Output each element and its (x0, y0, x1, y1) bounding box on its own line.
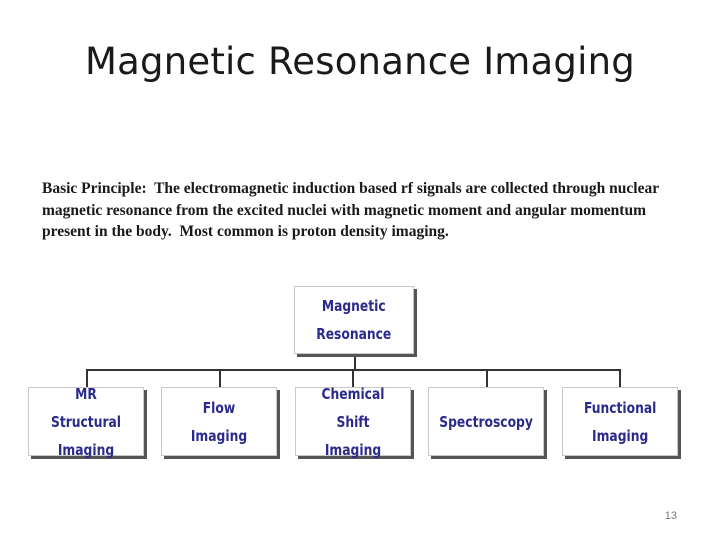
child-connector-3 (352, 369, 354, 387)
child-connector-1 (86, 369, 88, 387)
child-node-label: MR Structural Imaging (50, 384, 122, 459)
child-node-label: Chemical Shift Imaging (321, 384, 385, 459)
basic-principle-text: Basic Principle: The electromagnetic ind… (42, 180, 663, 241)
root-connector (354, 354, 356, 370)
root-node-label: Magnetic Resonance (316, 297, 392, 343)
child-connector-4 (486, 369, 488, 387)
diagram-child-node: MR Structural Imaging (28, 385, 144, 459)
diagram-child-node: Chemical Shift Imaging (295, 385, 411, 459)
child-node-label: Spectroscopy (439, 412, 533, 431)
diagram-root-node: Magnetic Resonance (294, 286, 414, 354)
diagram-child-node: Spectroscopy (428, 387, 544, 456)
diagram-child-node: Flow Imaging (161, 387, 277, 456)
child-connector-5 (619, 369, 621, 387)
child-node-label: Functional Imaging (583, 398, 657, 445)
child-connector-2 (219, 369, 221, 387)
slide-title: Magnetic Resonance Imaging (85, 40, 635, 83)
page-number: 13 (664, 510, 677, 522)
child-node-label: Flow Imaging (190, 398, 248, 445)
diagram-child-node: Functional Imaging (562, 387, 678, 456)
